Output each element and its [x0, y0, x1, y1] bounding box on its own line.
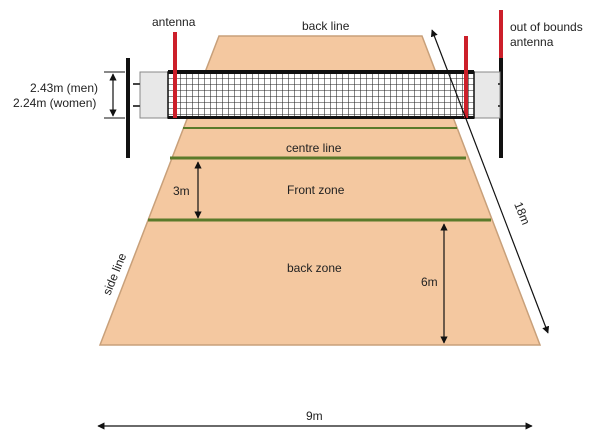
out-of-bounds-label: out of bounds: [510, 20, 583, 34]
net: [167, 71, 475, 119]
front-zone-depth-label: 3m: [173, 184, 190, 198]
court-length-label: 18m: [511, 200, 533, 227]
net-height-women-label: 2.24m (women): [13, 96, 96, 110]
court-length-dimension: [430, 29, 550, 334]
back-zone-label: back zone: [287, 261, 342, 275]
back-line-label: back line: [302, 19, 350, 33]
net-height-men-label: 2.43m (men): [30, 81, 98, 95]
out-of-bounds-label-2: antenna: [510, 35, 554, 49]
antenna-label: antenna: [152, 15, 196, 29]
front-zone-label: Front zone: [287, 183, 345, 197]
centre-line-label: centre line: [286, 141, 342, 155]
court-width-label: 9m: [306, 409, 323, 423]
back-zone-depth-label: 6m: [421, 275, 438, 289]
